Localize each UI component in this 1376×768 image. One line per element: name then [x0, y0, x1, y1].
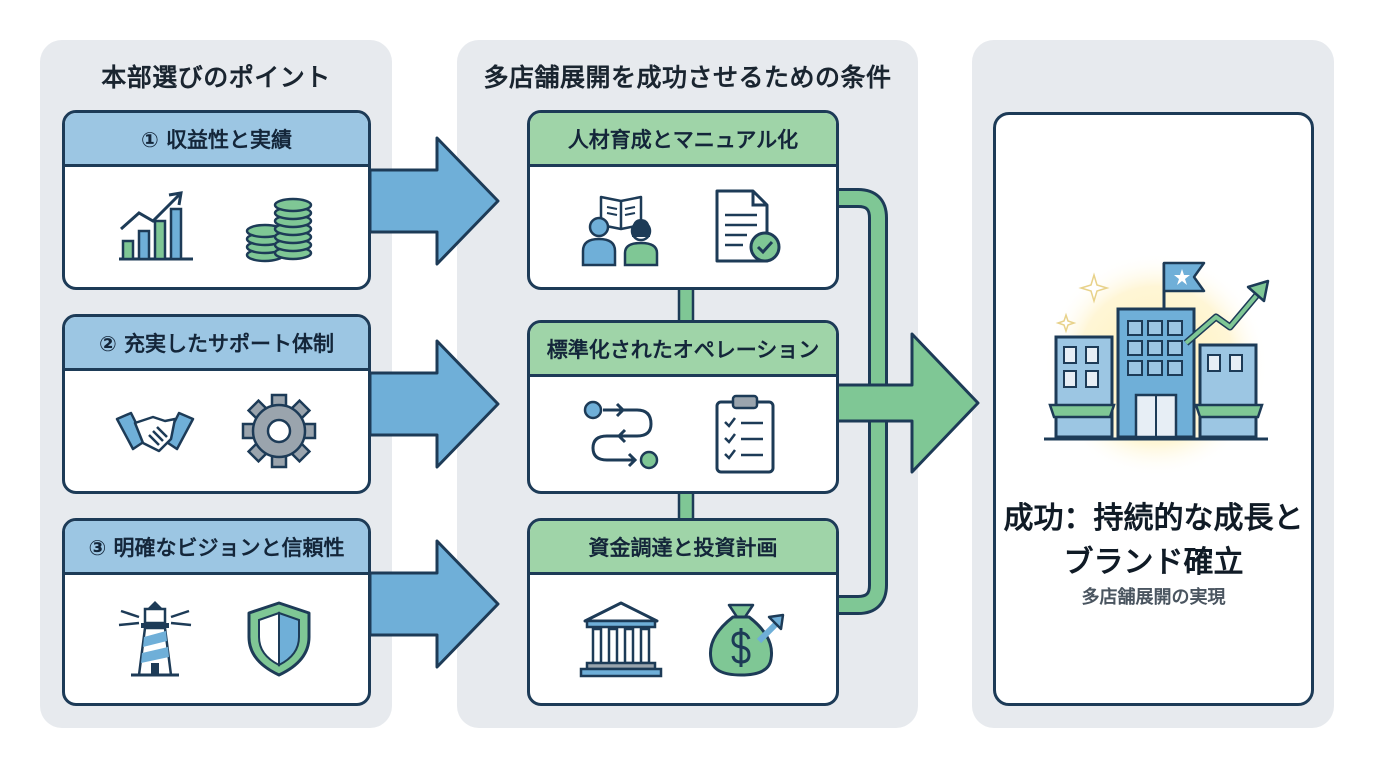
- left-card-2-header: ② 充実したサポート体制: [65, 317, 368, 371]
- gear-icon: [241, 393, 316, 469]
- bank-icon: [579, 601, 663, 678]
- checked-document-icon: [715, 189, 781, 263]
- store-buildings-growth-icon: [1044, 253, 1270, 475]
- middle-panel-title: 多店舗展開を成功させるための条件: [483, 63, 892, 92]
- left-card-2: ② 充実したサポート体制: [62, 314, 371, 494]
- clipboard-checklist-icon: [715, 394, 775, 474]
- middle-card-3-header: 資金調達と投資計画: [530, 521, 836, 575]
- process-flow-icon: [583, 400, 659, 470]
- middle-card-1: 人材育成とマニュアル化: [527, 110, 839, 290]
- shield-icon: [247, 601, 310, 677]
- bar-chart-growth-icon: [118, 191, 193, 261]
- handshake-icon: [115, 411, 194, 453]
- money-bag-icon: [708, 603, 785, 677]
- middle-card-1-header: 人材育成とマニュアル化: [530, 113, 836, 167]
- coin-stack-icon: [245, 197, 312, 263]
- left-card-1: ① 収益性と実績: [62, 110, 371, 290]
- left-card-1-header: ① 収益性と実績: [65, 113, 368, 167]
- middle-card-3: 資金調達と投資計画: [527, 518, 839, 706]
- training-people-icon: [581, 195, 659, 267]
- result-card: 成功：持続的な成長と ブランド確立 多店舗展開の実現: [993, 112, 1314, 706]
- lighthouse-icon: [118, 601, 191, 677]
- result-title: 成功：持続的な成長と ブランド確立: [1003, 501, 1304, 580]
- left-panel-title: 本部選びのポイント: [101, 63, 331, 92]
- result-subtitle: 多店舗展開の実現: [1081, 587, 1226, 608]
- middle-card-2: 標準化されたオペレーション: [527, 320, 839, 494]
- left-card-3: ③ 明確なビジョンと信頼性: [62, 518, 371, 706]
- middle-card-2-header: 標準化されたオペレーション: [530, 323, 836, 377]
- left-card-3-header: ③ 明確なビジョンと信頼性: [65, 521, 368, 575]
